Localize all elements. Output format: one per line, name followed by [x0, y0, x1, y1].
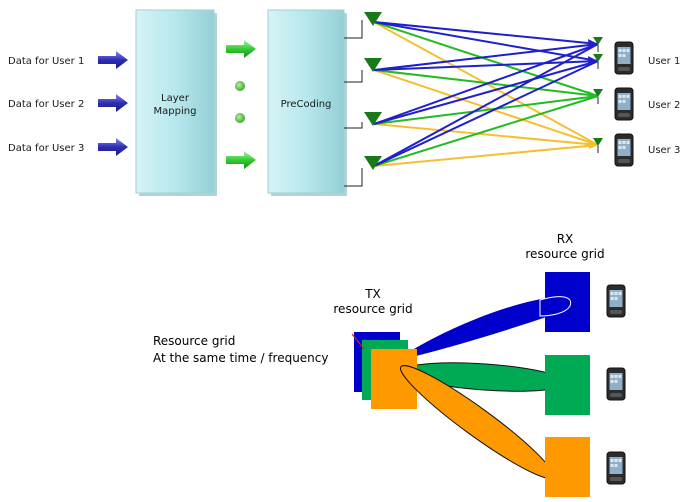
antenna-icon [364, 12, 382, 26]
beam-arrowheads [588, 39, 598, 149]
beam-lines [373, 21, 599, 167]
rx-grid-user-3 [545, 437, 590, 497]
ellipsis-dot [235, 81, 245, 91]
antenna-icon [593, 37, 603, 45]
phone-icon-rx-2 [606, 367, 626, 401]
pointer-line [351, 333, 365, 350]
input-label-user-2: Data for User 2 [8, 99, 84, 110]
tx-title-line2: resource grid [333, 302, 412, 316]
input-label-user-1: Data for User 1 [8, 56, 84, 67]
stream-arrow-1 [226, 40, 256, 58]
resource-note-line1: Resource grid [153, 334, 235, 348]
antenna-icon [364, 112, 382, 126]
antenna-icon [364, 156, 382, 170]
antenna-icon [593, 89, 603, 97]
rx-grid-user-2 [545, 355, 590, 415]
precoding-block: PreCoding [267, 9, 347, 196]
input-label-user-3: Data for User 3 [8, 143, 84, 154]
tx-title-line1: TX [364, 287, 381, 301]
layer-mapping-line1: Layer [161, 93, 190, 104]
phone-icon-rx-3 [606, 451, 626, 485]
antenna-icon [364, 58, 382, 72]
user-label-1: User 1 [648, 56, 680, 67]
layer-mapping-block: Layer Mapping [135, 9, 217, 196]
antenna-feed-lines [344, 20, 363, 187]
antenna-icon [593, 138, 603, 146]
beam-tip-user-1 [539, 296, 572, 317]
phone-icon-user-1 [614, 41, 634, 75]
resource-note-line2: At the same time / frequency [153, 351, 329, 365]
input-arrow-user-3 [98, 138, 128, 156]
stream-arrow-2 [226, 151, 256, 169]
phone-icon-user-3 [614, 133, 634, 167]
rx-title-line1: RX [557, 232, 574, 246]
user-label-3: User 3 [648, 145, 680, 156]
ellipsis-dot [235, 113, 245, 123]
tx-antennas [364, 12, 382, 170]
phone-icon-user-2 [614, 87, 634, 121]
rx-antennas [593, 37, 603, 153]
input-arrow-user-2 [98, 94, 128, 112]
precoding-label: PreCoding [281, 99, 332, 110]
antenna-icon [593, 54, 603, 62]
user-label-2: User 2 [648, 100, 680, 111]
layer-mapping-line2: Mapping [154, 106, 197, 117]
phone-icon-rx-1 [606, 284, 626, 318]
rx-title-line2: resource grid [525, 247, 604, 261]
input-arrow-user-1 [98, 51, 128, 69]
